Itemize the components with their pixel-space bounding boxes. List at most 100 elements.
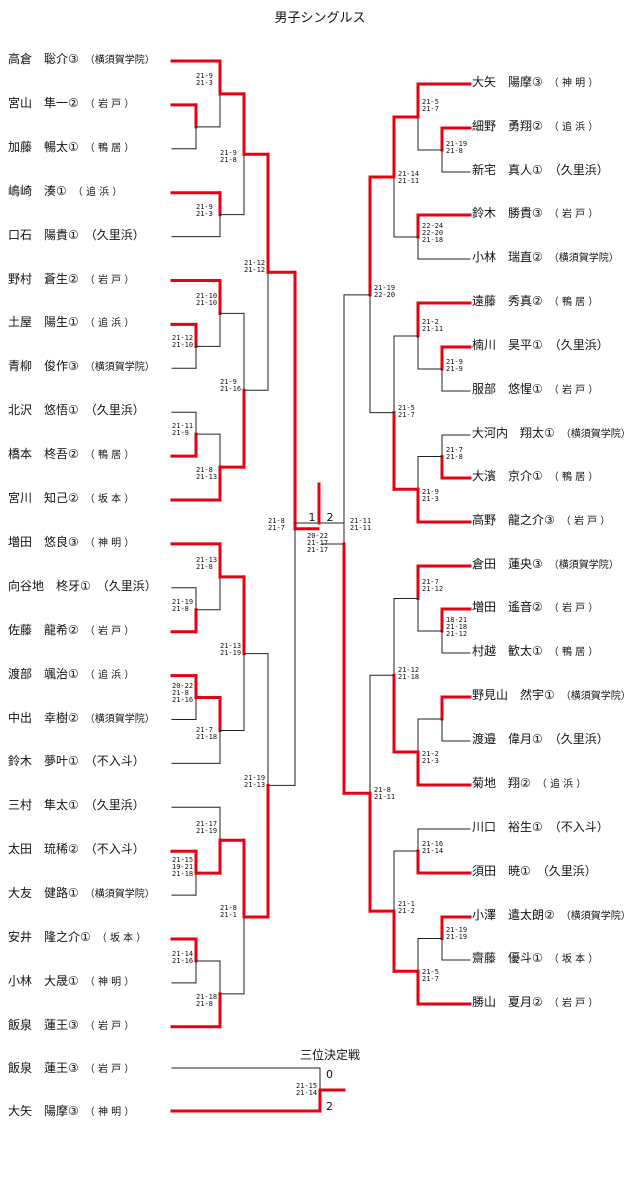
right-score-r9-line-2: 21-8	[446, 453, 463, 461]
left-player-11: 宮川 知己②（ 坂 本 ）	[8, 491, 134, 507]
left-score-l18-line-2: 19-21	[172, 863, 193, 871]
player-school: （ 鴨 居 ）	[548, 647, 599, 658]
third-bottom-result: 2	[326, 1100, 333, 1113]
left-score-l18-line-3: 21-18	[172, 870, 193, 878]
player-school: （横須賀学院）	[548, 560, 619, 571]
player-school: （ 追 浜 ）	[84, 318, 135, 330]
page-title: 男子シングルス	[274, 11, 366, 26]
left-score-l16-line-2: 21-13	[244, 781, 265, 789]
player-school: （ 岩 戸 ）	[84, 1064, 135, 1075]
right-score-r2-line-1: 21-19	[446, 140, 467, 148]
right-player-15: 野見山 然宇①（横須賀学院）	[472, 688, 631, 704]
player-name: 安井 隆之介①	[8, 930, 91, 944]
player-name: 大矢 陽摩③	[472, 75, 543, 89]
player-school: （不入斗）	[84, 842, 145, 857]
left-score-l14-line-1: 20-22	[172, 682, 193, 690]
player-name: 小林 瑞直②	[472, 250, 543, 264]
player-school: （ 岩 戸 ）	[84, 98, 135, 110]
left-score-l2-line-1: 21-9	[220, 149, 237, 157]
left-player-23: 飯泉 蓮王③ （ 岩 戸 ）	[8, 1018, 134, 1034]
right-score-r4-line-2: 22-20	[422, 229, 443, 237]
left-player-22: 小林 大晟①（ 神 明 ）	[8, 974, 134, 990]
left-score-l1-line-2: 21-3	[196, 79, 213, 87]
left-player-1: 高倉 聡介③（横須賀学院）	[8, 52, 155, 68]
player-school: （久里浜）	[548, 732, 609, 746]
left-score-l5-line-1: 21-10	[196, 292, 217, 300]
left-player-15: 渡部 颯治①（ 追 浜 ）	[8, 667, 134, 683]
right-score-r13-line-3: 21-12	[446, 630, 467, 638]
third-score-line-1: 21-15	[296, 1082, 317, 1090]
player-school: （ 岩 戸 ）	[84, 1020, 135, 1032]
right-score-r18-line-2: 21-2	[398, 907, 415, 915]
player-school: （ 神 明 ）	[548, 78, 599, 89]
player-school: （久里浜）	[96, 578, 157, 593]
right-score-r13-line-1: 18-21	[446, 616, 467, 624]
player-name: 倉田 蓮央③	[472, 557, 543, 571]
left-score-l6-line-1: 21-12	[172, 334, 193, 342]
right-score-r15-line-1: 21-2	[422, 750, 439, 758]
right-score-r15-line-2: 21-3	[422, 757, 439, 765]
third-place-player-2: 大矢 陽摩③（ 神 明 ）	[8, 1104, 134, 1120]
player-name: 飯泉 蓮王③	[8, 1061, 79, 1075]
left-score-l15-line-2: 21-18	[196, 733, 217, 741]
right-player-18: 川口 裕生①（不入斗）	[472, 820, 609, 834]
final-score-line-2: 21-17	[307, 539, 328, 547]
player-school: （ 岩 戸 ）	[548, 209, 599, 220]
player-school: （不入斗）	[548, 820, 609, 834]
left-score-l15-line-1: 21-7	[196, 726, 213, 734]
player-name: 三村 隼太①	[8, 798, 79, 813]
player-school: （横須賀学院）	[560, 911, 631, 922]
left-score-l1-line-1: 21-9	[196, 72, 213, 80]
player-name: 北沢 悠悟①	[8, 403, 79, 418]
player-school: （ 岩 戸 ）	[548, 385, 599, 396]
left-score-l8-line-2: 21-9	[172, 429, 189, 437]
third-place-title: 三位決定戦	[299, 1048, 360, 1062]
right-score-r6-line-2: 21-11	[422, 325, 443, 333]
final-score-line-3: 21-17	[307, 546, 328, 554]
left-score-l19-line-2: 21-1	[220, 911, 237, 919]
left-score-l14-line-3: 21-16	[172, 696, 193, 704]
player-school: （横須賀学院）	[84, 889, 155, 901]
player-name: 野村 蒼生②	[8, 271, 79, 286]
player-name: 宮山 隼一②	[8, 95, 79, 110]
player-name: 橋本 柊吾②	[8, 447, 79, 462]
right-score-r14-line-1: 21-12	[398, 666, 419, 674]
player-name: 大濱 京介①	[472, 469, 543, 483]
left-score-l4-line-1: 21-12	[244, 259, 265, 267]
left-score-l19-line-1: 21-8	[220, 904, 237, 912]
left-player-14: 佐藤 龍希②（ 岩 戸 ）	[8, 623, 134, 639]
player-name: 勝山 夏月②	[472, 995, 543, 1009]
right-player-13: 増田 遙音②（ 岩 戸 ）	[472, 600, 598, 616]
player-name: 飯泉 蓮王③	[8, 1017, 79, 1032]
player-name: 渡邉 偉月①	[472, 732, 543, 746]
player-school: （不入斗）	[84, 754, 145, 769]
player-school: （ 追 浜 ）	[536, 779, 587, 790]
player-name: 太田 琉稀②	[8, 842, 79, 857]
player-school: （ 鴨 居 ）	[548, 472, 599, 483]
player-name: 大矢 陽摩③	[8, 1104, 79, 1118]
third-place-player-1: 飯泉 蓮王③ （ 岩 戸 ）	[8, 1061, 134, 1077]
right-score-r19-line-2: 21-19	[446, 933, 467, 941]
right-score-r17-line-1: 21-16	[422, 840, 443, 848]
right-player-12: 倉田 蓮央③ （横須賀学院）	[472, 557, 619, 573]
left-score-l10-line-1: 21-8	[268, 517, 285, 525]
third-score-line-2: 21-14	[296, 1089, 317, 1097]
right-player-9: 大河内 翔太①（横須賀学院）	[472, 426, 631, 442]
left-score-l13-line-2: 21-19	[220, 649, 241, 657]
player-school: （横須賀学院）	[84, 362, 155, 374]
player-name: 加藤 暢太①	[8, 139, 79, 154]
left-score-l5-line-2: 21-10	[196, 299, 217, 307]
player-name: 齋藤 優斗①	[472, 951, 543, 965]
right-score-r17-line-2: 21-14	[422, 847, 443, 855]
player-name: 渡部 颯治①	[8, 666, 79, 681]
right-score-r20-line-2: 21-7	[422, 975, 439, 983]
player-name: 新宅 真人①	[472, 163, 543, 177]
right-score-r19-line-1: 21-19	[446, 926, 467, 934]
player-school: （ 坂 本 ）	[548, 954, 599, 965]
player-school: （久里浜）	[84, 227, 145, 242]
right-score-r1-line-2: 21-7	[422, 105, 439, 113]
left-score-l9-line-1: 21-8	[196, 466, 213, 474]
right-score-r5-line-1: 21-19	[374, 284, 395, 292]
right-score-r3-line-2: 21-11	[398, 177, 419, 185]
